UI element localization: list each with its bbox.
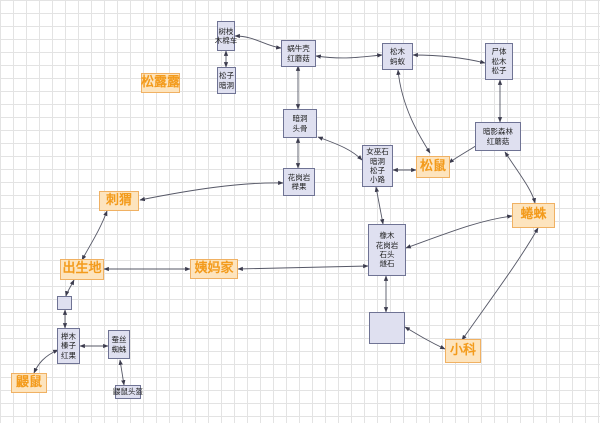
node-label: 暗洞 [292, 114, 308, 124]
node-pine-nut-cave: 松子暗洞 [217, 67, 236, 94]
edge-stone-oak [374, 186, 385, 225]
node-snail-shell: 蜗牛壳红蘑菇 [281, 40, 316, 67]
edge-bigsq-xiaoke [404, 326, 446, 350]
node-label: 蜘蛛 [111, 344, 127, 354]
edge-pinewood-squirrel [396, 69, 431, 154]
node-mole-helmet: 鼹鼠头盔 [113, 385, 143, 399]
node-label: 橡木 [379, 231, 395, 241]
node-cave-skull: 暗洞头骨 [283, 109, 317, 138]
node-leaves: 树枝木棉车 [214, 21, 238, 51]
node-beech-wood: 榉木榛子红果 [57, 328, 80, 364]
node-label: 姨妈家 [194, 260, 234, 276]
node-squirrel: 松鼠 [416, 156, 450, 178]
node-label: 小路 [370, 175, 385, 185]
edge-hedgehog-birth [81, 210, 108, 261]
node-xiaoke: 小科 [445, 339, 481, 363]
node-shadow-forest: 暗影森林红蘑菇 [475, 122, 521, 151]
node-label: 松露露 [141, 74, 181, 90]
edge-stone-cave [317, 136, 363, 161]
node-label: 榛子 [61, 341, 76, 351]
node-centipede: 蜷蛛 [512, 203, 555, 228]
node-granite: 花岗岩榉果 [283, 168, 315, 196]
node-label: 花岗岩 [375, 240, 399, 250]
node-label: 松子 [491, 66, 507, 76]
edge-leaves-snail [234, 33, 282, 50]
node-label: 榉果 [291, 182, 307, 191]
node-label: 暗洞 [219, 80, 234, 90]
edge-wood-mole [33, 349, 59, 374]
node-birthplace: 出生地 [60, 259, 104, 280]
node-label: 鼹鼠头盔 [113, 387, 143, 397]
node-witch-stone: 女巫石暗洞松子小路 [362, 145, 393, 187]
node-pinewood-ant: 松木蚂蚁 [382, 43, 413, 70]
node-mole: 鼹鼠 [11, 373, 47, 393]
node-corpse: 尸体松木松子 [485, 43, 513, 80]
node-label: 蜗牛壳 [287, 44, 310, 54]
node-oak: 橡木花岗岩石头燧石 [368, 224, 406, 276]
node-label: 花岗岩 [287, 172, 311, 182]
node-frog: 松露露 [141, 73, 180, 93]
node-label: 燧石 [379, 259, 395, 269]
node-aunt-house: 姨妈家 [190, 259, 238, 279]
node-label: 鼹鼠 [15, 374, 42, 390]
node-label: 尸体 [491, 47, 507, 57]
edge-snail-pinewood [315, 53, 383, 59]
node-label: 松鼠 [419, 158, 446, 174]
edge-pinewood-corpse [412, 52, 486, 64]
node-label: 蚂蚁 [390, 56, 405, 66]
node-label: 松子 [219, 71, 234, 81]
node-label: 出生地 [62, 261, 102, 277]
node-empty-large [369, 312, 405, 344]
node-silk-spider: 蚕丝蜘蛛 [108, 330, 130, 359]
node-label: 女巫石 [366, 147, 389, 157]
node-label: 红蘑菇 [287, 53, 310, 63]
node-label: 刺猬 [105, 192, 132, 208]
node-label: 木棉车 [214, 36, 238, 45]
node-label: 松木 [390, 47, 405, 57]
node-empty-small [57, 296, 72, 310]
edge-granite-hedgehog [139, 180, 284, 202]
edge-shadow-centipede [504, 151, 537, 204]
node-label: 蚕丝 [111, 335, 127, 345]
edge-birth-small [65, 279, 75, 297]
node-label: 榉木 [61, 331, 76, 341]
edge-xiaoke-centipede [461, 227, 539, 341]
node-label: 树枝 [218, 26, 234, 36]
node-hedgehog: 刺猬 [99, 191, 139, 211]
node-label: 松子 [370, 166, 385, 175]
node-label: 暗洞 [370, 156, 385, 166]
node-label: 暗影森林 [483, 127, 513, 137]
node-label: 蜷蛛 [520, 207, 547, 223]
edge-grandma-oak [237, 263, 369, 272]
edge-spider-molehead [118, 359, 126, 386]
node-label: 石头 [379, 250, 395, 259]
node-label: 小科 [449, 342, 476, 358]
node-label: 红果 [61, 350, 76, 360]
node-label: 头骨 [292, 123, 308, 133]
edge-oak-centipede [405, 214, 513, 249]
node-label: 松木 [491, 56, 507, 66]
node-label: 红蘑菇 [486, 136, 510, 146]
